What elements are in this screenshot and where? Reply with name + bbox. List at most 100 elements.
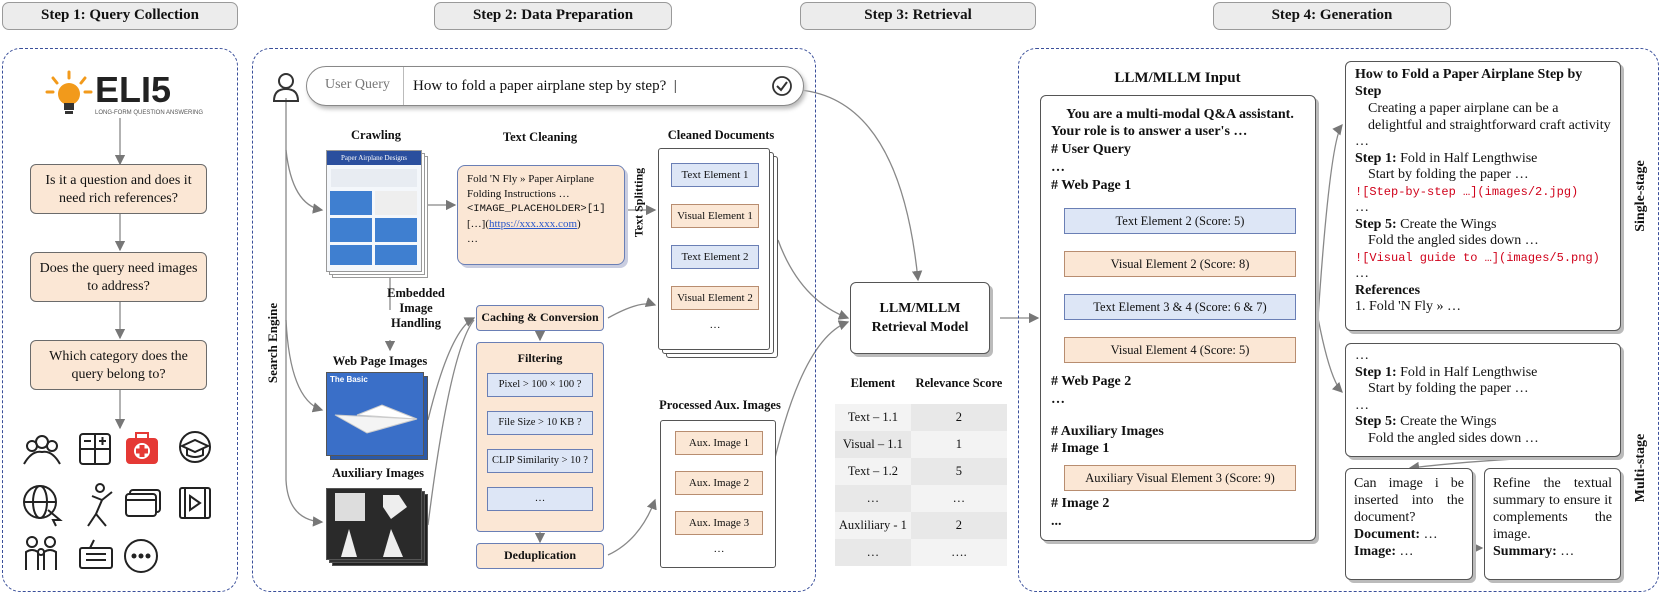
video-icon [179,487,211,519]
eli5-tagline: LONG-FORM QUESTION ANSWERING [95,110,204,116]
step3-header: Step 3: Retrieval [800,2,1036,30]
processed-aux-title: Processed Aux. Images [659,398,781,412]
filter-pixel: Pixel > 100 × 100 ? [487,373,593,397]
user-icon [272,72,300,102]
llm-intro-2: Your role is to answer a user's … [1051,124,1248,139]
cleaned-docs-title: Cleaned Documents [667,128,775,142]
visual-element-1: Visual Element 1 [671,204,759,228]
step1-header: Step 1: Query Collection [2,2,238,30]
people-icon [23,435,61,465]
step4-panel [1018,48,1659,592]
llm-aux-title: # Auxiliary Images [1051,424,1164,439]
lightbulb-icon [45,70,93,114]
llm-aux-element: Auxiliary Visual Element 3 (Score: 9) [1064,465,1296,491]
user-query-label: User Query [325,77,390,92]
user-query-input[interactable] [411,73,751,99]
question-category: Which category does the query belong to? [30,340,207,390]
single-dots-1: … [1355,134,1369,149]
multi-step1-detail: Start by folding the paper … [1368,381,1529,396]
insert-question-card: Can image i be inserted into the documen… [1345,468,1473,580]
single-references-title: References [1355,282,1421,298]
table-row: …… [835,485,1007,512]
crawling-title: Crawling [351,128,401,142]
user-query-bar[interactable]: User Query [306,66,804,106]
keyboard-icon [79,539,113,569]
step4-header: Step 4: Generation [1213,2,1451,30]
question-rich-references: Is it a question and does it need rich r… [30,164,207,214]
multi-dots-2: … [1355,397,1369,413]
cleaned-text-box: Fold 'N Fly » Paper Airplane Folding Ins… [457,165,625,265]
single-dots-3: … [1355,266,1369,281]
question-needs-images: Does the query need images to address? [30,252,207,302]
llm-dots-1: … [1051,160,1065,175]
visual-element-2: Visual Element 2 [671,286,759,310]
multi-stage-label: Multi-stage [1633,433,1648,503]
eli5-name: ELI5 [95,69,172,110]
single-reference-1: 1. Fold 'N Fly » … [1355,299,1461,314]
refine-text: Refine the textual summary to ensure it … [1493,476,1612,542]
single-step1: Step 1: Fold in Half Lengthwise [1355,150,1538,166]
text-element-1: Text Element 1 [671,163,759,187]
clean-link[interactable]: https://xxx.xxx.com [489,218,577,230]
multi-step5: Step 5: Create the Wings [1355,414,1497,429]
insert-question-text: Can image i be inserted into the documen… [1354,476,1464,525]
filter-clip: CLIP Similarity > 10 ? [487,449,593,473]
aux-ellipsis: … [713,543,725,555]
category-icons [20,430,230,590]
llm-image-2: # Image 2 [1051,496,1110,511]
llm-element-4: Visual Element 4 (Score: 5) [1064,337,1296,363]
llm-input-title: LLM/MLLM Input [1114,70,1241,86]
step2-header: Step 2: Data Preparation [434,2,672,30]
more-icon [124,539,158,573]
clean-line-3: <IMAGE_PLACEHOLDER>[1] [467,203,606,215]
family-icon [25,536,57,570]
query-divider [403,67,404,105]
llm-intro-1: You are a multi-modal Q&A assistant. [1066,107,1294,122]
insert-image-line: Image: … [1354,544,1414,559]
single-image-ref-1: ![Step-by-step …](images/2.jpg) [1355,184,1579,199]
processed-aux-list: Aux. Image 1 Aux. Image 2 Aux. Image 3 … [660,420,776,568]
multi-stage-card: … Step 1: Fold in Half Lengthwise Start … [1345,343,1621,457]
clean-line-4: […](https://xxx.xxx.com) [467,218,581,230]
globe-cursor-icon [23,485,63,527]
paper-plane-illustration [334,404,418,434]
multi-step5-detail: Fold the angled sides down … [1368,430,1539,446]
web-page-images-title: Web Page Images [332,354,428,368]
aux-image-1: Aux. Image 1 [675,431,763,455]
llm-web-page-1: # Web Page 1 [1051,178,1132,193]
calculator-icon [79,433,111,465]
step2-panel [252,48,816,592]
table-row: ……. [835,539,1007,566]
clean-line-2: Folding Instructions … [467,188,570,200]
text-cleaning-title: Text Cleaning [502,130,578,144]
deduplication-box: Deduplication [476,543,604,569]
single-stage-label: Single-stage [1633,160,1648,232]
table-header-element: Element [850,375,896,390]
multi-step1: Step 1: Fold in Half Lengthwise [1355,364,1538,380]
refine-summary-line: Summary: … [1493,544,1575,559]
aux-image-3: Aux. Image 3 [675,511,763,535]
single-step5-detail: Fold the angled sides down … [1368,233,1539,248]
text-element-2: Text Element 2 [671,245,759,269]
eli5-logo: ELI5 LONG-FORM QUESTION ANSWERING [45,69,203,122]
cleaned-docs-stack: Text Element 1 Visual Element 1 Text Ele… [658,148,780,360]
filtering-title: Filtering [517,351,563,365]
thumb-title: Paper Airplane Designs [327,151,421,165]
refine-summary-card: Refine the textual summary to ensure it … [1484,468,1621,580]
first-aid-icon [126,432,158,464]
crawled-page-thumbnail: Paper Airplane Designs [326,150,428,278]
single-step1-detail: Start by folding the paper … [1368,167,1529,182]
single-step5: Step 5: Create the Wings [1355,216,1497,232]
check-circle-icon[interactable] [771,75,793,97]
graduation-cap-icon [179,431,211,463]
llm-image-1: # Image 1 [1051,441,1110,456]
llm-element-2: Visual Element 2 (Score: 8) [1064,251,1296,277]
filter-file-size: File Size > 10 KB ? [487,411,593,435]
llm-element-3: Text Element 3 & 4 (Score: 6 & 7) [1064,294,1296,320]
search-engine-label: Search Engine [265,302,280,384]
